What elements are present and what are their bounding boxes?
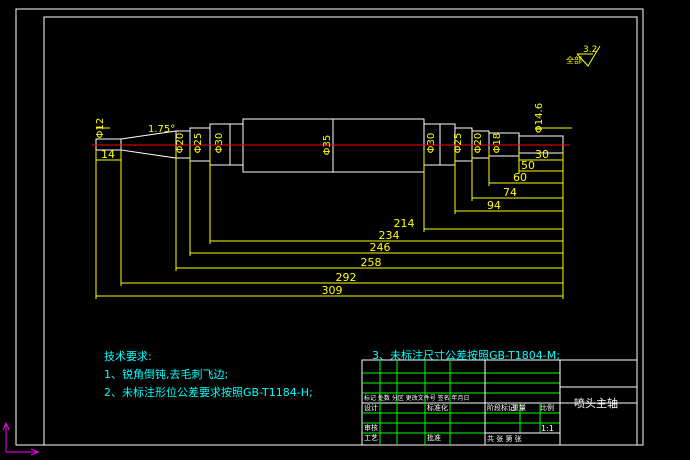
sheets-label: 共 张 第 张 <box>487 434 522 443</box>
diameter-label: Φ20 <box>473 133 484 154</box>
dimension-line: 246 <box>189 150 564 256</box>
dimension-label: 74 <box>503 186 517 199</box>
note-line-2: 2、未标注形位公差要求按照GB-T1184-H; <box>104 386 313 399</box>
dimension-label: 94 <box>487 199 501 212</box>
stage-header: 阶段标记 <box>487 403 515 412</box>
dimension-label: 234 <box>379 229 400 242</box>
dimension-line: 309 <box>95 150 564 299</box>
title-block <box>361 359 638 446</box>
diameter-label: Φ25 <box>453 133 464 154</box>
review-label: 审核 <box>364 423 378 432</box>
part-name: 喷头主轴 <box>574 396 618 410</box>
ucs-icon <box>2 421 40 456</box>
roughness-symbol: 全部 3.2 <box>566 45 601 67</box>
inner-frame <box>43 16 638 446</box>
approve-label: 批准 <box>427 433 441 442</box>
diameter-label: Φ35 <box>322 135 333 156</box>
dimension-line: 214 <box>394 150 564 232</box>
diameter-label: Φ14.6 <box>534 103 545 133</box>
dimension-label: 292 <box>336 271 357 284</box>
diameter-label: Φ30 <box>214 133 225 154</box>
diameter-label: Φ18 <box>492 133 503 154</box>
note-line-1: 1、锐角倒钝,去毛刺飞边; <box>104 368 229 381</box>
dimension-label: 60 <box>513 171 527 184</box>
notes-heading: 技术要求: <box>104 350 152 363</box>
dimension-label: 258 <box>361 256 382 269</box>
diameter-label: Φ25 <box>193 133 204 154</box>
dimension-label: 50 <box>521 159 535 172</box>
dimension-label: 309 <box>322 284 343 297</box>
diameter-label: Φ20 <box>175 133 186 154</box>
roughness-prefix: 全部 <box>566 55 582 65</box>
dimension-label: 14 <box>101 148 115 161</box>
process-label: 工艺 <box>364 434 378 442</box>
diameter-label: Φ30 <box>426 133 437 154</box>
roughness-value: 3.2 <box>583 45 597 55</box>
weight-header: 重量 <box>512 404 526 412</box>
scale-header: 比例 <box>540 403 554 412</box>
scale-value: 1:1 <box>541 424 554 433</box>
title-block-text: 喷头主轴 1:1 标记 处数 分区 更改文件号 签名 年月日 设计 标准化 阶段… <box>364 394 618 443</box>
note-line-3: 3、未标注尺寸公差按照GB-T1804-M; <box>372 349 560 362</box>
taper-angle-label: 1.75° <box>148 124 175 135</box>
dimension-label: 246 <box>370 241 391 254</box>
dimension-line: 292 <box>120 150 564 286</box>
revision-header-row: 标记 处数 分区 更改文件号 签名 年月日 <box>364 394 470 402</box>
dimension-label: 214 <box>394 217 415 230</box>
dimension-label: 30 <box>535 148 549 161</box>
standardize-label: 标准化 <box>427 403 448 412</box>
design-label: 设计 <box>364 403 378 412</box>
